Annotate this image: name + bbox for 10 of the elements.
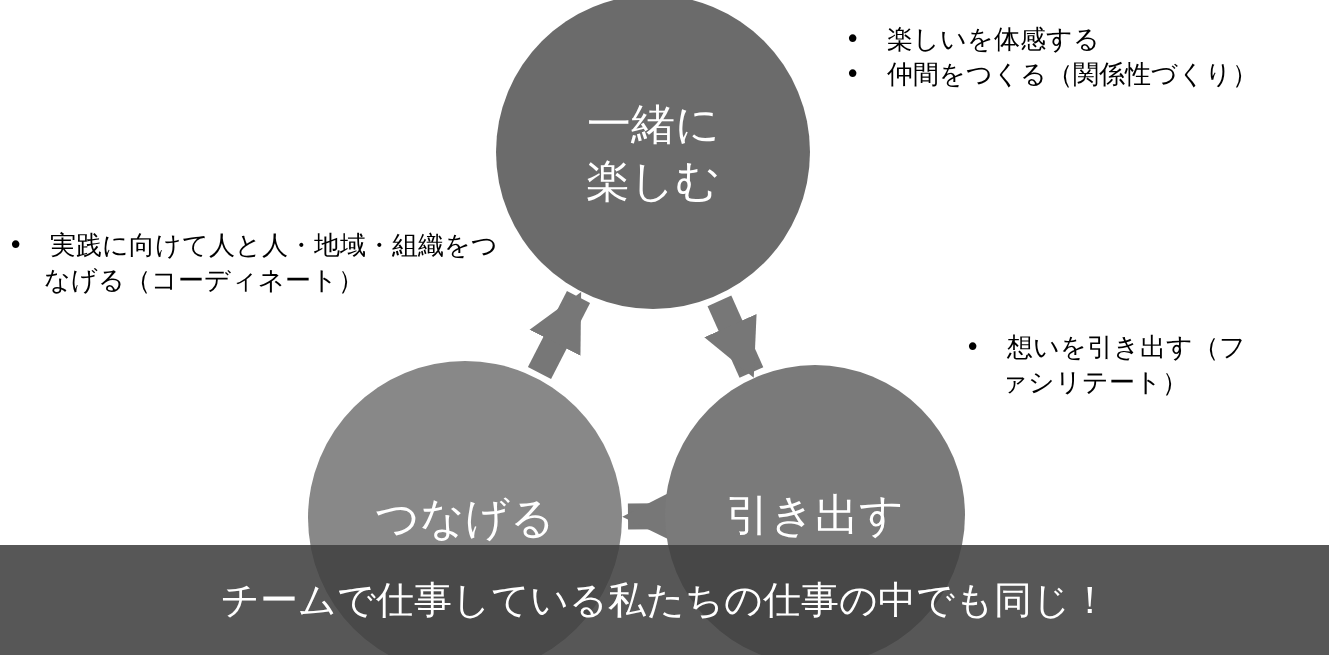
bullet-note: • 実践に向けて人と人・地域・組織をつなげる（コーディネート） (8, 229, 499, 298)
banner: チームで仕事している私たちの仕事の中でも同じ！ (0, 545, 1329, 655)
block-arrow (527, 291, 591, 379)
circle-label: 引き出す (725, 488, 905, 543)
circle-label: 一緒に楽しむ (585, 96, 721, 208)
bullet-item: • 楽しいを体感する (845, 23, 1101, 56)
circle-label: つなげる (374, 491, 556, 546)
bullet-item: • 仲間をつくる（関係性づくり） (845, 58, 1259, 92)
block-arrow (704, 295, 764, 378)
bullet-item: • 想いを引き出す（ファシリテート） (965, 331, 1247, 400)
